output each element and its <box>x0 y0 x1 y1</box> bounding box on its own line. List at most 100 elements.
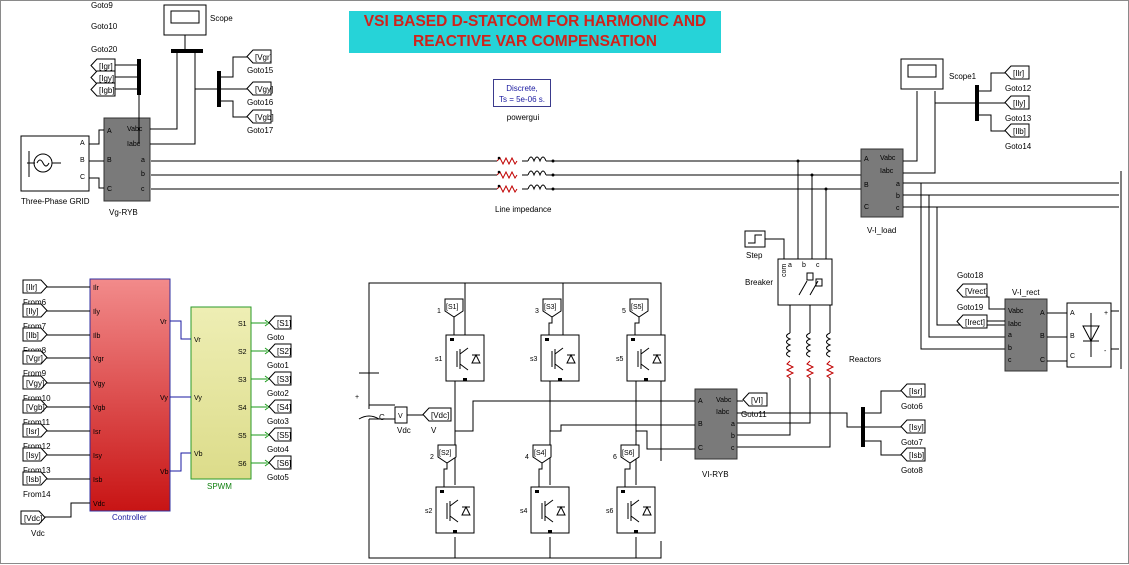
vi-load-meas-block[interactable]: A B C Vabc Iabc a b c <box>860 148 904 218</box>
from-from12[interactable]: [Isr] <box>22 423 48 438</box>
goto-goto5[interactable]: [S6] <box>268 455 292 470</box>
viryb-port-c-out: c <box>731 445 735 452</box>
scope-block[interactable] <box>163 4 207 36</box>
goto-goto3[interactable]: [S4] <box>268 399 292 414</box>
from-vdc[interactable]: [Vdc] <box>20 510 46 525</box>
goto-name-goto: Goto <box>267 333 285 342</box>
from-from11-text: [Vgb] <box>26 403 45 412</box>
line-impedance-block[interactable] <box>151 156 863 194</box>
from-from14[interactable]: [Isb] <box>22 471 48 486</box>
goto-goto4[interactable]: [S5] <box>268 427 292 442</box>
goto-goto15[interactable]: [Vgr] <box>246 49 272 64</box>
dc-capacitor-block[interactable]: + <box>355 372 380 420</box>
igbt-s6[interactable]: s6 <box>606 486 656 534</box>
from-from9[interactable]: [Vgr] <box>22 350 48 365</box>
goto-goto6[interactable]: [Isr] <box>900 383 926 398</box>
goto-goto1-text: [S2] <box>277 347 291 356</box>
vg-port-iabc: Iabc <box>127 141 141 148</box>
igbt-label-s6: s6 <box>606 508 614 515</box>
ctrl-out-1: Vy <box>160 395 168 402</box>
goto-goto[interactable]: [S1] <box>268 315 292 330</box>
goto-name-goto2: Goto2 <box>267 389 289 398</box>
vil-port-c: C <box>864 204 869 211</box>
three-phase-grid-block[interactable]: A B C <box>20 135 90 192</box>
rectifier-block[interactable]: A B C + - <box>1066 302 1112 368</box>
grid-port-a: A <box>80 140 85 147</box>
viryb-port-a: A <box>698 398 703 405</box>
goto-name-goto7: Goto7 <box>901 438 923 447</box>
ctrl-in-8: Isb <box>93 477 102 484</box>
goto-goto19[interactable]: [Irect] <box>956 314 988 329</box>
goto-goto17-text: [Vgb] <box>255 113 274 122</box>
vi-ryb-meas-block[interactable]: A B C Vabc Iabc a b c <box>694 388 738 460</box>
scope-wires <box>150 35 196 145</box>
goto-goto14[interactable]: [Ilb] <box>1004 123 1030 138</box>
goto-name-goto9: Goto9 <box>91 1 113 10</box>
spwm-block[interactable] <box>190 306 252 480</box>
from-from7[interactable]: [Ily] <box>22 303 48 318</box>
from-from6[interactable]: [Ilr] <box>22 279 48 294</box>
goto-goto1[interactable]: [S2] <box>268 343 292 358</box>
goto-name-goto14: Goto14 <box>1005 142 1032 151</box>
powergui-block[interactable]: Discrete, Ts = 5e-06 s. <box>493 79 551 107</box>
il-demux <box>975 85 979 121</box>
igbt-s4[interactable]: s4 <box>520 486 570 534</box>
igbt-s5[interactable]: s5 <box>616 334 666 382</box>
goto-goto2[interactable]: [S3] <box>268 371 292 386</box>
powergui-sample-time: Ts = 5e-06 s. <box>498 95 546 104</box>
igbt-label-s5: s5 <box>616 356 624 363</box>
vg-demux-wires <box>195 56 247 118</box>
is-demux <box>861 407 865 447</box>
goto-goto9[interactable]: [Igr] <box>90 58 116 73</box>
goto-name-goto19: Goto19 <box>957 303 984 312</box>
from-from12-text: [Isr] <box>26 427 39 436</box>
igbt-s1[interactable]: s1 <box>435 334 485 382</box>
vg-ryb-meas-block[interactable]: A B C Vabc Iabc a b c <box>103 117 151 202</box>
goto-v-text: [Vdc] <box>431 411 449 420</box>
vg-port-b-out: b <box>141 171 145 178</box>
scope1-block[interactable] <box>900 58 944 90</box>
igbt-s2[interactable]: s2 <box>425 486 475 534</box>
goto-goto10[interactable]: [Igy] <box>90 70 116 85</box>
powergui-mode: Discrete, <box>506 84 538 93</box>
gate-tag-s2[interactable]: [S2] <box>437 444 457 464</box>
goto-goto11[interactable]: [VI] <box>742 392 768 407</box>
gate-tag-s1[interactable]: [S1] <box>444 298 464 318</box>
goto-goto12[interactable]: [Ilr] <box>1004 65 1030 80</box>
step-block[interactable] <box>744 230 766 248</box>
from-from13[interactable]: [Isy] <box>22 447 48 462</box>
from-from8[interactable]: [Ilb] <box>22 327 48 342</box>
from-from11[interactable]: [Vgb] <box>22 399 48 414</box>
goto-name-goto13: Goto13 <box>1005 114 1032 123</box>
gate-tag-s6[interactable]: [S6] <box>620 444 640 464</box>
goto-v[interactable]: [Vdc] <box>422 407 452 422</box>
voltage-measurement-block[interactable]: V <box>369 404 423 424</box>
rect-port-b: B <box>1070 333 1075 340</box>
reactors-block[interactable] <box>729 305 835 448</box>
gate-tag-s3[interactable]: [S3] <box>542 298 562 318</box>
controller-label: Controller <box>112 513 147 522</box>
cap-label: C <box>379 413 385 422</box>
goto-name-goto20: Goto20 <box>91 45 118 54</box>
goto-goto8[interactable]: [Isb] <box>900 447 926 462</box>
title-line-2: REACTIVE VAR COMPENSATION <box>413 33 657 50</box>
grid-label: Three-Phase GRID <box>21 197 90 206</box>
igbt-s3[interactable]: s3 <box>530 334 580 382</box>
gate-tag-s4[interactable]: [S4] <box>532 444 552 464</box>
goto-goto20[interactable]: [Igb] <box>90 82 116 97</box>
goto-goto7[interactable]: [Isy] <box>900 419 926 434</box>
goto-goto18[interactable]: [Vrect] <box>956 283 988 298</box>
gate-tag-s5[interactable]: [S5] <box>629 298 649 318</box>
goto-goto16[interactable]: [Vgy] <box>246 81 273 96</box>
from-from10[interactable]: [Vgy] <box>22 375 48 390</box>
vil-port-b: B <box>864 182 869 189</box>
goto-goto17[interactable]: [Vgb] <box>246 109 274 124</box>
controller-block[interactable] <box>89 278 171 512</box>
goto-goto13[interactable]: [Ily] <box>1004 95 1030 110</box>
goto-goto6-text: [Isr] <box>909 387 922 396</box>
vi-rect-meas-block[interactable]: Vabc Iabc a b c A B C <box>1004 298 1048 372</box>
step-label: Step <box>746 251 763 260</box>
ctrl-in-6: Isr <box>93 429 101 436</box>
breaker-block[interactable]: com a b c <box>777 258 833 306</box>
